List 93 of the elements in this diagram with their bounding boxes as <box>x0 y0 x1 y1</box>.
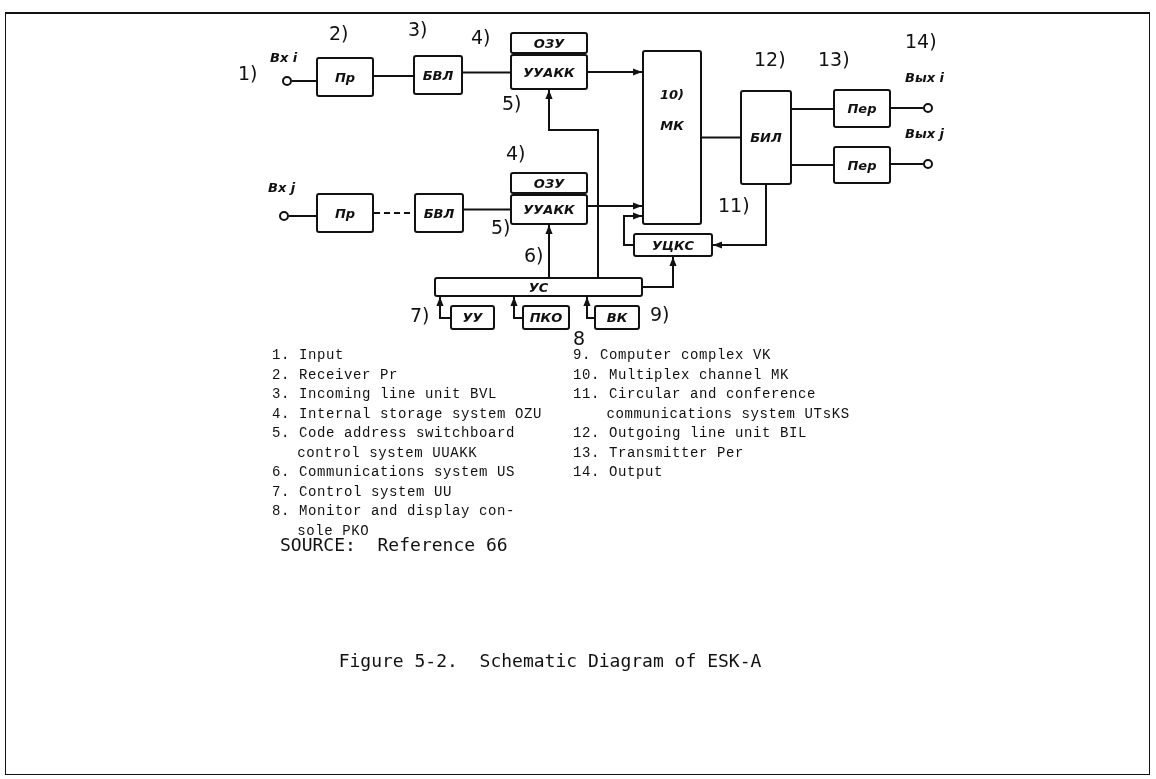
block-box <box>316 57 374 97</box>
block-label: УУАКК <box>523 203 575 216</box>
key-item: 5. Code address switchboard control system UUAKK <box>272 424 517 463</box>
block-label: МК <box>660 119 684 132</box>
block-label: БВЛ <box>423 206 455 220</box>
key-item: 14. Output <box>573 463 664 482</box>
block-box <box>740 90 792 185</box>
callout-number: 3) <box>408 20 428 39</box>
connector-line <box>701 136 741 139</box>
block-label: Пр <box>334 206 356 220</box>
block-label: Пр <box>334 70 356 84</box>
terminal-label: Вх i <box>270 50 298 65</box>
arrow <box>587 202 643 210</box>
block-box <box>510 32 588 54</box>
block-box <box>633 233 713 257</box>
key-item: 1. Input <box>272 346 345 365</box>
terminal-circle <box>923 159 933 169</box>
terminal-circle <box>279 211 289 221</box>
connector-line <box>791 108 834 110</box>
connector-line <box>890 107 924 109</box>
key-item: 6. Communications system US <box>272 463 517 482</box>
block-box <box>833 146 891 184</box>
callout-number: 4) <box>471 28 491 47</box>
arrow <box>510 296 523 319</box>
block-box <box>510 172 588 194</box>
block-box <box>316 193 374 233</box>
figure-caption: Figure 5-2. Schematic Diagram of ESK-A <box>337 650 763 671</box>
key-item: 2. Receiver Pr <box>272 365 400 385</box>
block-label: УУ <box>462 311 483 324</box>
block-label: БВЛ <box>422 68 454 82</box>
block-label: УС <box>528 280 549 294</box>
callout-number: 7) <box>410 306 430 325</box>
arrow <box>642 256 677 288</box>
terminal-circle <box>282 76 292 86</box>
block-box <box>450 305 495 330</box>
block-box <box>510 54 588 90</box>
connector-line <box>291 80 317 82</box>
callout-number: 5) <box>502 94 522 113</box>
block-box <box>642 50 702 225</box>
connector-line <box>890 163 924 165</box>
key-item: 11. Circular and conference communications system UTsKS <box>573 385 851 424</box>
block-box <box>413 55 463 95</box>
block-label: УЦКС <box>651 238 695 252</box>
callout-number: 13) <box>818 50 850 69</box>
block-label: ПКО <box>529 311 563 324</box>
key-item: 9. Computer complex VK <box>573 346 773 365</box>
block-box <box>594 305 640 330</box>
terminal-label: Вх j <box>268 180 296 195</box>
arrow <box>712 184 767 249</box>
arrow <box>436 296 451 319</box>
connector-line <box>373 75 414 77</box>
arrow <box>587 68 643 76</box>
callout-number: 5) <box>491 218 511 237</box>
callout-number: 11) <box>718 196 750 215</box>
block-label: ОЗУ <box>533 176 565 190</box>
block-label: ВК <box>606 311 628 324</box>
arrow <box>583 296 595 319</box>
key-item: 12. Outgoing line unit BIL <box>573 424 809 443</box>
callout-number: 4) <box>506 144 526 163</box>
block-label: БИЛ <box>750 131 782 144</box>
callout-number: 8 <box>573 329 586 348</box>
block-label: УУАКК <box>523 65 575 79</box>
callout-number: 10) <box>659 88 684 101</box>
callout-number: 14) <box>905 32 937 51</box>
connector-line <box>462 71 511 74</box>
key-item: 10. Multiplex channel MK <box>573 365 791 385</box>
block-label: Пер <box>847 158 877 172</box>
key-item: 4. Internal storage system OZU <box>272 404 544 424</box>
terminal-label: Вых j <box>905 126 945 141</box>
arrow <box>545 89 599 278</box>
block-box <box>522 305 570 330</box>
callout-number: 1) <box>238 64 258 83</box>
arrow <box>623 212 643 246</box>
callout-number: 2) <box>329 24 349 43</box>
connector-line <box>463 208 511 211</box>
key-item: 7. Control system UU <box>272 482 454 502</box>
callout-number: 12) <box>754 50 786 69</box>
arrow <box>545 224 553 278</box>
terminal-circle <box>923 103 933 113</box>
connector-line <box>288 215 317 217</box>
block-box <box>510 194 588 225</box>
key-item: 3. Incoming line unit BVL <box>272 385 499 404</box>
block-label: Пер <box>847 102 877 115</box>
key-item: 13. Transmitter Per <box>573 443 746 463</box>
block-label: ОЗУ <box>533 36 565 50</box>
source-note: SOURCE: Reference 66 <box>280 534 508 555</box>
block-box <box>414 193 464 233</box>
terminal-label: Вых i <box>905 70 945 85</box>
block-box <box>833 89 891 128</box>
callout-number: 9) <box>650 305 670 324</box>
callout-number: 6) <box>524 246 544 265</box>
connector-line <box>791 164 834 166</box>
block-box <box>434 277 643 297</box>
